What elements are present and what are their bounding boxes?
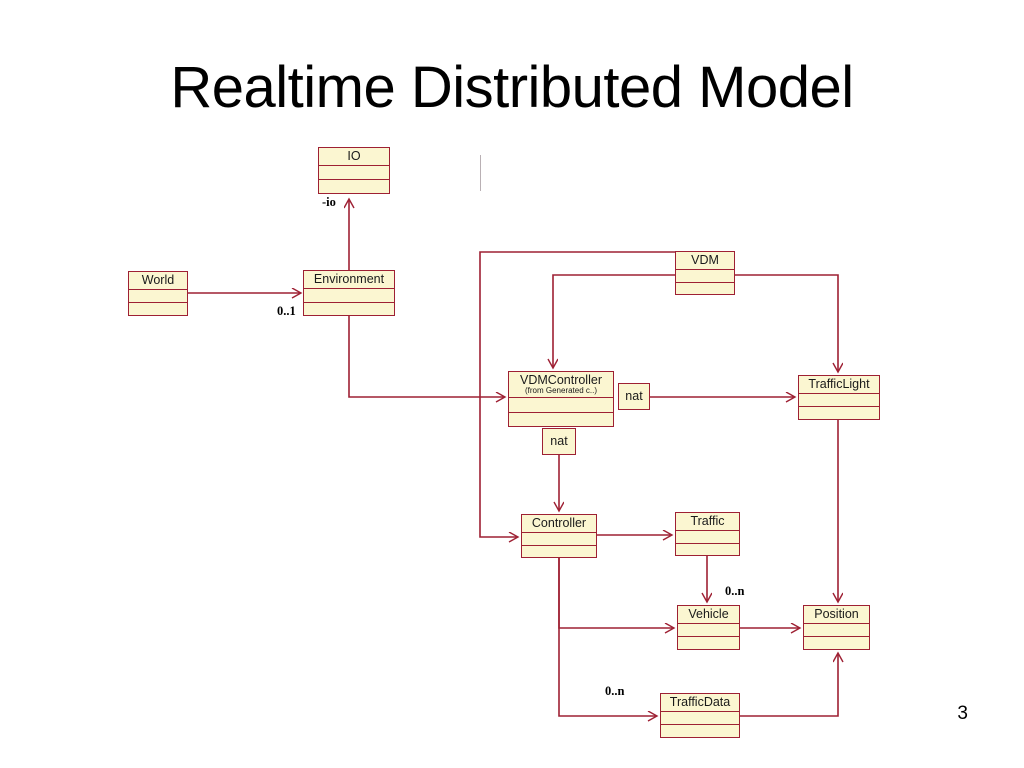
uml-class-name: World bbox=[129, 272, 187, 290]
uml-attributes-compartment bbox=[319, 166, 389, 180]
uml-class-name-text: IO bbox=[347, 149, 361, 163]
uml-class-vdmcontroller[interactable]: VDMController (from Generated c..) bbox=[508, 371, 614, 427]
uml-class-trafficlight[interactable]: TrafficLight bbox=[798, 375, 880, 420]
uml-class-name: Traffic bbox=[676, 513, 739, 531]
uml-class-vdm[interactable]: VDM bbox=[675, 251, 735, 295]
uml-class-name: VDM bbox=[676, 252, 734, 270]
uml-operations-compartment bbox=[799, 407, 879, 419]
uml-operations-compartment bbox=[676, 544, 739, 556]
page-title: Realtime Distributed Model bbox=[170, 55, 854, 120]
uml-operations-compartment bbox=[522, 546, 596, 558]
uml-class-name: Environment bbox=[304, 271, 394, 289]
connector-controller-vehicle bbox=[558, 558, 673, 628]
uml-attributes-compartment bbox=[129, 290, 187, 303]
uml-class-name: Position bbox=[804, 606, 869, 624]
uml-operations-compartment bbox=[319, 180, 389, 193]
uml-attributes-compartment bbox=[661, 712, 739, 725]
uml-operations-compartment bbox=[661, 725, 739, 737]
uml-class-name-text: Environment bbox=[313, 272, 385, 286]
connector-vdm-trafficlight bbox=[735, 274, 838, 371]
uml-class-name: Vehicle bbox=[678, 606, 739, 624]
uml-operations-compartment bbox=[129, 303, 187, 315]
uml-attributes-compartment bbox=[678, 624, 739, 637]
uml-operations-compartment bbox=[304, 303, 394, 316]
uml-operations-compartment bbox=[676, 283, 734, 295]
uml-attributes-compartment bbox=[676, 270, 734, 283]
uml-class-name-text: World bbox=[141, 273, 175, 287]
uml-class-name-text: Position bbox=[814, 607, 859, 621]
multiplicity-label-traffic-vehicle: 0..n bbox=[725, 584, 745, 598]
uml-class-name: IO bbox=[319, 148, 389, 166]
uml-class-name-text: VDMController bbox=[520, 373, 602, 387]
uml-operations-compartment bbox=[804, 637, 869, 649]
uml-attributes-compartment bbox=[509, 398, 613, 413]
qualifier-nat-below[interactable]: nat bbox=[542, 428, 576, 455]
uml-class-name: TrafficData bbox=[661, 694, 739, 712]
connector-vdm-vdmcontroller bbox=[553, 274, 675, 367]
uml-class-name-text: TrafficData bbox=[669, 695, 731, 709]
uml-attributes-compartment bbox=[304, 289, 394, 303]
uml-class-world[interactable]: World bbox=[128, 271, 188, 316]
role-label-io: -io bbox=[322, 195, 336, 209]
multiplicity-label-world-environment: 0..1 bbox=[277, 304, 296, 318]
guide-line-artifact bbox=[480, 155, 481, 191]
uml-attributes-compartment bbox=[804, 624, 869, 637]
uml-attributes-compartment bbox=[799, 394, 879, 407]
uml-class-name-text: TrafficLight bbox=[808, 377, 870, 391]
page-number: 3 bbox=[957, 703, 968, 724]
uml-class-name-text: Vehicle bbox=[688, 607, 729, 621]
uml-class-name-text: Controller bbox=[531, 516, 587, 530]
uml-class-controller[interactable]: Controller bbox=[521, 514, 597, 558]
connector-trafficdata-position bbox=[740, 654, 838, 717]
uml-operations-compartment bbox=[678, 637, 739, 649]
uml-class-name: TrafficLight bbox=[799, 376, 879, 394]
uml-class-name-text: VDM bbox=[691, 253, 719, 267]
uml-class-name: Controller bbox=[522, 515, 596, 533]
uml-class-name-text: Traffic bbox=[690, 514, 725, 528]
qualifier-nat-right[interactable]: nat bbox=[618, 383, 650, 410]
uml-class-traffic[interactable]: Traffic bbox=[675, 512, 740, 556]
uml-class-trafficdata[interactable]: TrafficData bbox=[660, 693, 740, 738]
uml-class-io[interactable]: IO bbox=[318, 147, 390, 194]
uml-class-name: VDMController (from Generated c..) bbox=[509, 372, 613, 398]
uml-class-vehicle[interactable]: Vehicle bbox=[677, 605, 740, 650]
uml-class-position[interactable]: Position bbox=[803, 605, 870, 650]
uml-class-environment[interactable]: Environment bbox=[303, 270, 395, 316]
connector-environment-vdmcontroller bbox=[348, 316, 504, 397]
uml-attributes-compartment bbox=[522, 533, 596, 546]
uml-operations-compartment bbox=[509, 413, 613, 427]
qualifier-label: nat bbox=[550, 434, 568, 449]
multiplicity-label-controller-trafficdata: 0..n bbox=[605, 684, 625, 698]
uml-class-package-label: (from Generated c..) bbox=[524, 386, 598, 395]
qualifier-label: nat bbox=[625, 389, 643, 404]
uml-attributes-compartment bbox=[676, 531, 739, 544]
